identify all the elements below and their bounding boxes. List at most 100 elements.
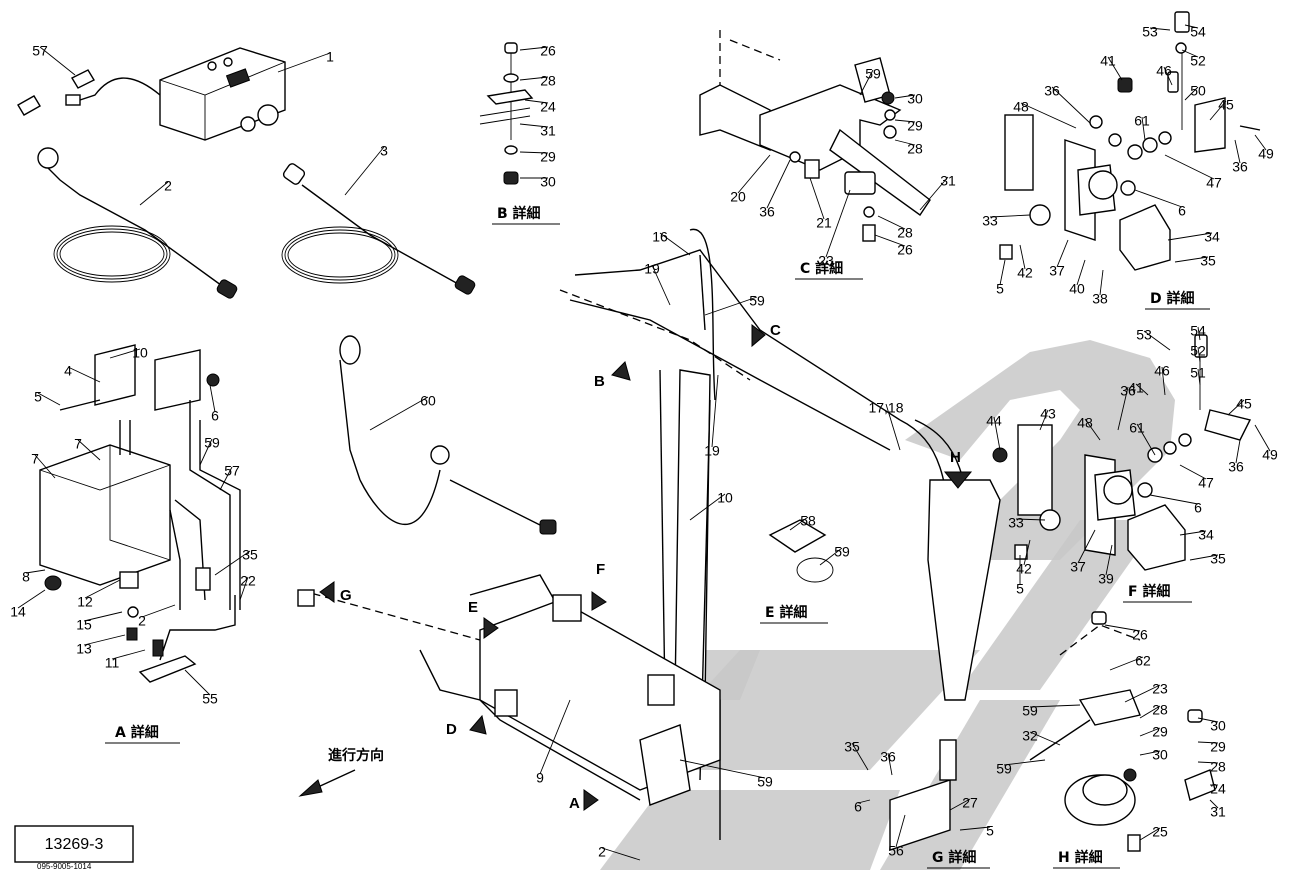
leader-line xyxy=(1139,750,1161,756)
part-number-label: 57 xyxy=(224,463,240,479)
part-number-label: 43 xyxy=(1040,406,1056,422)
part-number-label: 32 xyxy=(1022,728,1038,744)
leader-line xyxy=(1134,189,1183,208)
leader-line xyxy=(1179,464,1207,480)
leader-line xyxy=(877,215,906,230)
leader-line xyxy=(369,396,429,431)
part-number-label: 13 xyxy=(76,641,92,657)
part-number-label: 47 xyxy=(1198,475,1214,491)
leader-line xyxy=(539,699,571,775)
part-number-label: 23 xyxy=(818,253,834,269)
part-number-label: 19 xyxy=(644,261,660,277)
drawing-subnumber: 095-9005-1014 xyxy=(37,862,92,870)
part-number-label: 59 xyxy=(865,66,881,82)
part-number-label: 35 xyxy=(242,547,258,563)
leader-line xyxy=(83,634,126,646)
leader-line xyxy=(1174,256,1209,263)
leader-line xyxy=(949,798,971,811)
part-number-label: 28 xyxy=(1210,759,1226,775)
part-number-label: 7 xyxy=(31,451,39,467)
leader-line xyxy=(524,99,549,104)
leader-line xyxy=(1179,530,1207,536)
leader-line xyxy=(851,742,869,771)
caption-detail-a: A 詳細 xyxy=(115,724,159,741)
detail-captions: A 詳細 B 詳細 C 詳細 D 詳細 E 詳細 F 詳細 G 詳細 H 詳細 xyxy=(105,205,1210,869)
leader-line xyxy=(77,439,101,461)
leader-line xyxy=(887,752,893,776)
leader-line xyxy=(219,466,233,491)
leader-line xyxy=(1189,554,1219,561)
leader-line xyxy=(959,826,991,831)
leader-line xyxy=(1136,423,1156,456)
leader-line xyxy=(214,550,251,576)
leader-line xyxy=(1105,544,1113,576)
leader-line xyxy=(199,438,213,466)
part-number-label: 31 xyxy=(940,173,956,189)
part-number-label: 36 xyxy=(759,204,775,220)
leader-line xyxy=(895,814,906,848)
leader-line xyxy=(67,366,101,383)
part-number-label: 26 xyxy=(897,242,913,258)
travel-direction-label: 進行方向 xyxy=(328,747,384,764)
part-number-label: 58 xyxy=(800,513,816,529)
leader-line xyxy=(344,146,385,196)
part-number-label: 19 xyxy=(704,443,720,459)
arrow-label-c: C xyxy=(770,322,781,339)
part-number-label: 29 xyxy=(907,118,923,134)
leader-line xyxy=(25,569,46,574)
leader-line xyxy=(277,52,331,73)
part-number-label: 40 xyxy=(1069,281,1085,297)
part-number-label: 62 xyxy=(1135,653,1151,669)
leader-line xyxy=(894,119,916,123)
leader-line xyxy=(819,547,843,566)
leader-line xyxy=(1143,330,1171,351)
leader-line xyxy=(859,69,874,96)
leader-line xyxy=(1161,366,1166,396)
part-number-label: 44 xyxy=(986,413,1002,429)
part-number-label: 21 xyxy=(816,215,832,231)
leader-line xyxy=(737,154,771,194)
leader-line xyxy=(34,454,56,479)
detail-f-assembly xyxy=(992,334,1252,571)
leader-line xyxy=(109,348,141,359)
part-number-label: 24 xyxy=(540,99,556,115)
part-number-label: 10 xyxy=(132,345,148,361)
part-number-label: 54 xyxy=(1190,323,1206,339)
part-number-label: 3 xyxy=(380,143,388,159)
leader-line xyxy=(1139,727,1161,737)
part-number-label: 20 xyxy=(730,189,746,205)
leader-line xyxy=(1227,399,1245,416)
leader-line xyxy=(37,392,61,406)
leader-line xyxy=(1124,684,1161,703)
part-number-label: 42 xyxy=(1017,265,1033,281)
part-number-label: 25 xyxy=(1152,824,1168,840)
detail-a-assembly xyxy=(17,47,476,683)
leader-line xyxy=(857,799,871,804)
leader-line xyxy=(1039,409,1049,431)
part-number-label: 34 xyxy=(1198,527,1214,543)
leader-line xyxy=(519,151,549,154)
part-number-label: 5 xyxy=(986,823,994,839)
part-number-label: 30 xyxy=(907,91,923,107)
part-number-label: 48 xyxy=(1077,415,1093,431)
detail-d-assembly xyxy=(999,11,1261,271)
part-number-label: 45 xyxy=(1218,97,1234,113)
part-number-label: 7 xyxy=(74,436,82,452)
part-number-label: 11 xyxy=(105,655,120,671)
part-number-label: 45 xyxy=(1236,396,1252,412)
leader-line xyxy=(659,232,691,256)
part-number-label: 59 xyxy=(1022,703,1038,719)
part-number-label: 27 xyxy=(962,795,978,811)
detail-b-assembly xyxy=(479,42,534,185)
part-number-label: 29 xyxy=(1210,739,1226,755)
part-number-label: 42 xyxy=(1016,561,1032,577)
leader-line xyxy=(1051,86,1091,124)
leader-line xyxy=(1107,56,1123,81)
caption-detail-d: D 詳細 xyxy=(1150,290,1195,307)
leader-line xyxy=(1235,439,1241,464)
part-number-label: 41 xyxy=(1128,380,1144,396)
part-number-label: 59 xyxy=(757,774,773,790)
part-number-label: 36 xyxy=(1044,83,1060,99)
part-number-label: 8 xyxy=(22,569,30,585)
